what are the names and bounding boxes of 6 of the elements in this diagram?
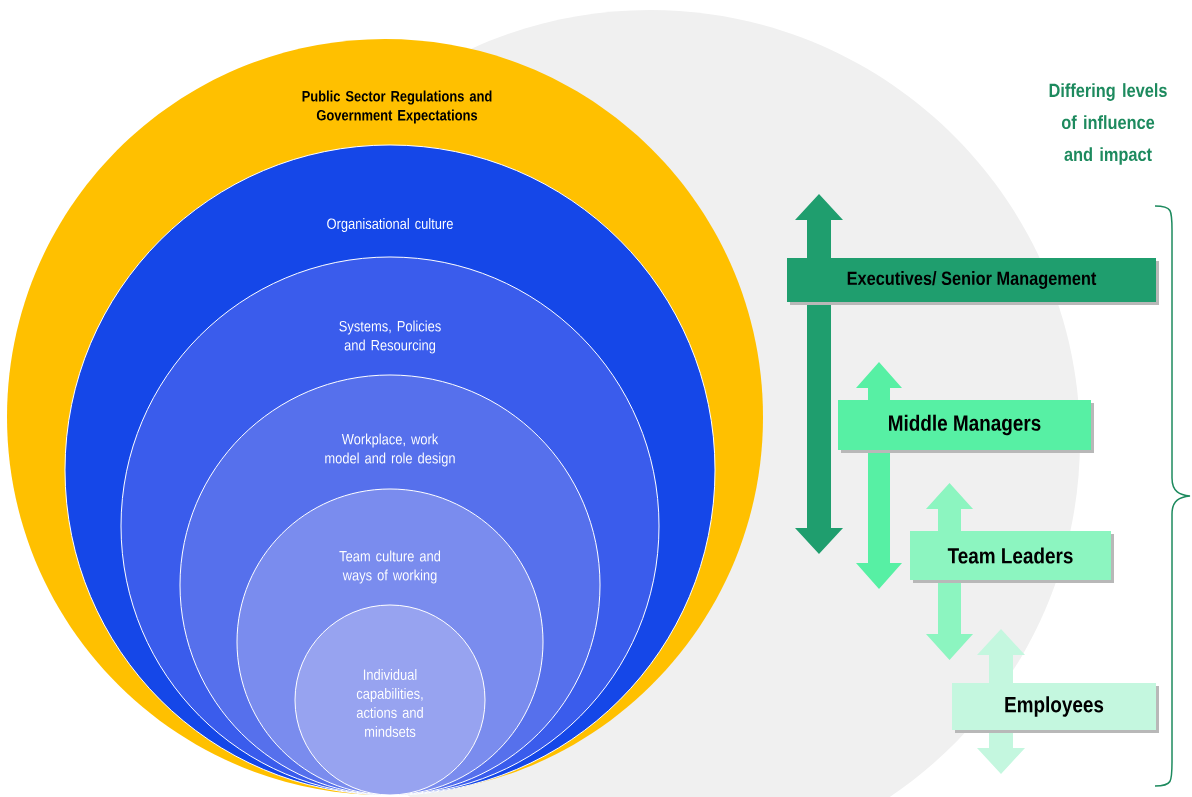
circle-layer: Individual capabilities, actions and mindsets <box>294 604 486 796</box>
level-box: Team Leaders <box>910 531 1114 583</box>
level-box: Executives/ Senior Management <box>787 258 1159 305</box>
side-note: Differing levels of influence and impact <box>1049 83 1167 165</box>
level-box: Middle Managers <box>838 400 1094 453</box>
level-box: Employees <box>952 683 1159 733</box>
